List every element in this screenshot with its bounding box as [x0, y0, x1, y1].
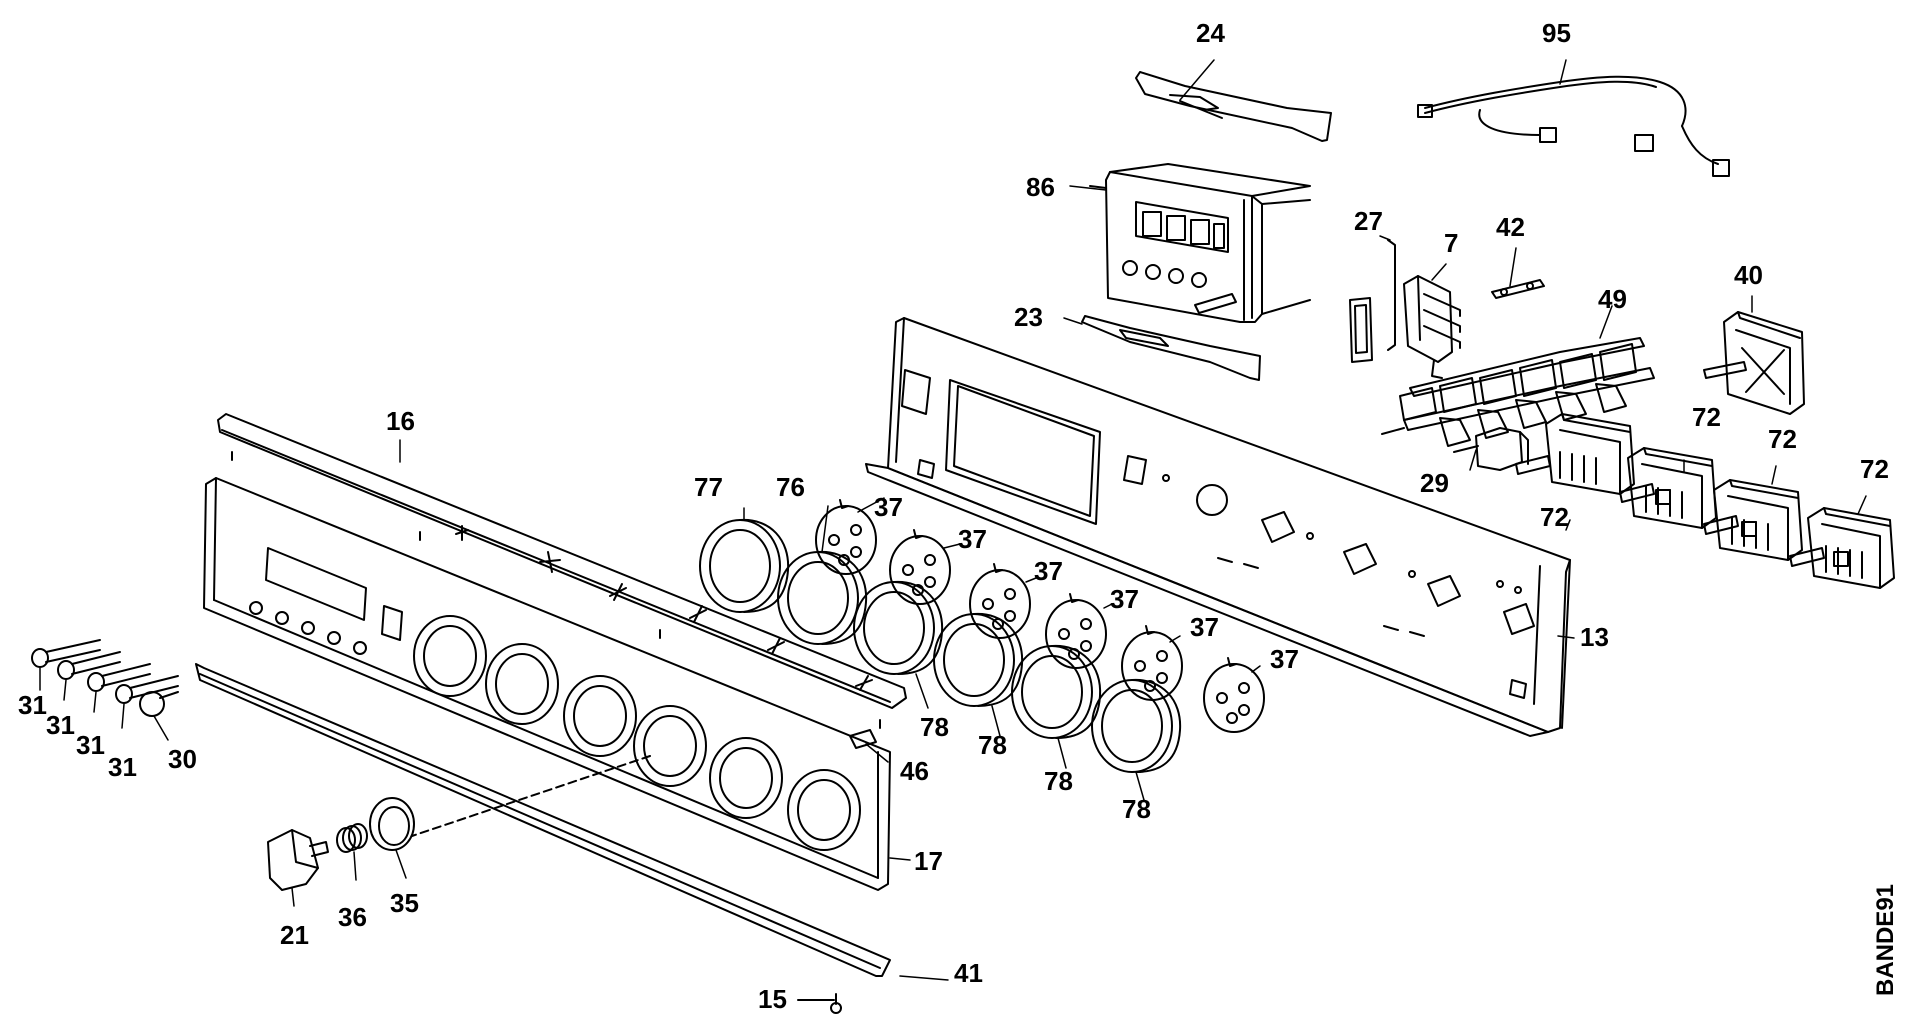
- part-78-bezel-3: [933, 612, 1024, 707]
- part-37-plate-3: [969, 563, 1031, 639]
- label-part-31-1: 31: [18, 690, 47, 720]
- label-part-40: 40: [1734, 260, 1763, 290]
- label-part-77: 77: [694, 472, 723, 502]
- label-part-35: 35: [390, 888, 419, 918]
- part-21-control-knob: [267, 829, 329, 891]
- label-part-78-4: 78: [1122, 794, 1151, 824]
- part-37-plate-4: [1045, 593, 1107, 669]
- label-part-78-3: 78: [1044, 766, 1073, 796]
- label-part-37-4: 37: [1110, 584, 1139, 614]
- part-41-bottom-trim: [195, 663, 891, 977]
- label-part-41: 41: [954, 958, 983, 988]
- drawing-code: BANDE91: [1872, 883, 1899, 997]
- part-37-plate-5: [1121, 625, 1183, 701]
- part-13-rear-panel: [865, 317, 1571, 737]
- part-31-spindle-4: [115, 675, 179, 704]
- label-part-15: 15: [758, 984, 787, 1014]
- label-part-27: 27: [1354, 206, 1383, 236]
- leader-lines: [39, 59, 1867, 981]
- label-part-37-1: 37: [874, 492, 903, 522]
- label-part-46: 46: [900, 756, 929, 786]
- part-37-plate-6: [1203, 657, 1265, 733]
- part-35-ring: [369, 797, 415, 851]
- label-part-72-3: 72: [1860, 454, 1889, 484]
- label-part-42: 42: [1496, 212, 1525, 242]
- label-part-36: 36: [338, 902, 367, 932]
- label-part-37-6: 37: [1270, 644, 1299, 674]
- part-31-spindle-1: [31, 639, 101, 668]
- label-part-37-5: 37: [1190, 612, 1219, 642]
- label-part-17: 17: [914, 846, 943, 876]
- label-part-78-1: 78: [920, 712, 949, 742]
- label-part-16: 16: [386, 406, 415, 436]
- label-part-31-4: 31: [108, 752, 137, 782]
- part-37-plate-2: [889, 529, 951, 605]
- label-part-31-2: 31: [46, 710, 75, 740]
- part-40-switch: [1703, 311, 1805, 415]
- label-part-21: 21: [280, 920, 309, 950]
- part-72-regulator-1: [1515, 413, 1635, 495]
- part-31-spindle-3: [87, 663, 151, 692]
- label-part-29: 29: [1420, 468, 1449, 498]
- label-part-78-2: 78: [978, 730, 1007, 760]
- part-16-top-trim: [217, 413, 907, 729]
- part-15-screw: [797, 993, 842, 1014]
- part-86-timer-module: [1089, 163, 1311, 323]
- part-72-regulator-3: [1703, 479, 1803, 561]
- part-30-knob: [139, 691, 179, 717]
- label-part-24: 24: [1196, 18, 1225, 48]
- label-part-72-1: 72: [1692, 402, 1721, 432]
- label-part-95: 95: [1542, 18, 1571, 48]
- label-part-37-3: 37: [1034, 556, 1063, 586]
- part-37-plate-1: [815, 499, 877, 575]
- part-77-bezel: [699, 518, 790, 613]
- label-part-86: 86: [1026, 172, 1055, 202]
- label-part-72-4: 72: [1540, 502, 1569, 532]
- label-part-13: 13: [1580, 622, 1609, 652]
- label-part-23: 23: [1014, 302, 1043, 332]
- part-78-bezel-1: [777, 550, 868, 645]
- part-72-regulator-4: [1789, 507, 1895, 589]
- part-24-bracket: [1135, 71, 1332, 142]
- part-95-wiring-harness: [1417, 75, 1730, 177]
- label-part-37-2: 37: [958, 524, 987, 554]
- part-72-regulator-2: [1619, 447, 1717, 529]
- part-17-front-panel: [203, 477, 891, 891]
- label-part-49: 49: [1598, 284, 1627, 314]
- part-36-spring: [336, 823, 368, 853]
- label-part-7: 7: [1444, 228, 1459, 258]
- part-49-tap-rail: [1381, 337, 1655, 447]
- part-46-clip: [849, 729, 877, 749]
- part-7-terminal-block: [1403, 275, 1461, 379]
- part-23-bracket: [1081, 315, 1261, 381]
- part-42-link: [1491, 279, 1545, 299]
- label-part-30: 30: [168, 744, 197, 774]
- label-part-31-3: 31: [76, 730, 105, 760]
- part-27-clip: [1349, 239, 1396, 363]
- label-part-72-2: 72: [1768, 424, 1797, 454]
- part-31-spindle-2: [57, 651, 121, 680]
- part-78-bezel-2: [853, 580, 944, 675]
- label-part-76: 76: [776, 472, 805, 502]
